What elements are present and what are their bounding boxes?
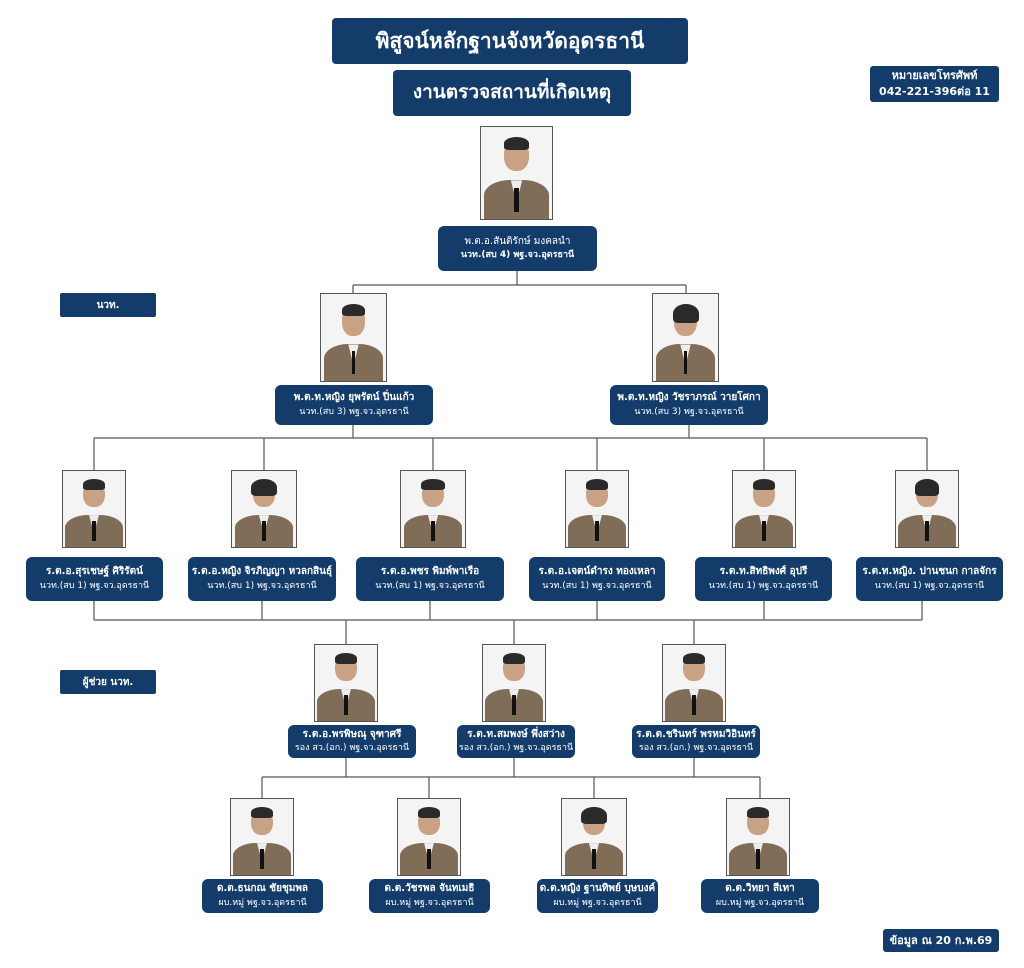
person-name: ร.ต.ท.หญิง. ปานชนก กาลจักร [862,566,997,578]
phone-number: 042-221-396ต่อ 11 [879,85,990,98]
person-name: พ.ต.ท.หญิง วัชราภรณ์ วายโศกา [617,392,761,404]
person-position: นวท.(สบ 4) พฐ.จว.อุดรธานี [460,250,575,261]
person-name: พ.ต.อ.สันติรักษ์ มงคลนำ [464,235,571,247]
section-label-assistants: ผู้ช่วย นวท. [60,670,156,694]
person-position: นวท.(สบ 1) พฐ.จว.อุดรธานี [708,580,819,591]
person-position: นวท.(สบ 3) พฐ.จว.อุดรธานี [299,406,409,417]
person-card: ด.ต.วัชรพล จันทเมธิผบ.หมู่ พฐ.จว.อุดรธาน… [369,879,490,913]
person-name: ด.ต.หญิง ฐานทิพย์ บุษบงค์ [539,883,656,895]
section-label-inspectors: นวท. [60,293,156,317]
person-position: ผบ.หมู่ พฐ.จว.อุดรธานี [715,897,805,908]
person-photo [482,644,546,722]
person-card: ด.ต.ธนกณ ชัยชุมพลผบ.หมู่ พฐ.จว.อุดรธานี [202,879,323,913]
person-position: ผบ.หมู่ พฐ.จว.อุดรธานี [218,897,307,908]
person-card: ร.ต.อ.พรพิษณุ จุฑาศรีรอง สว.(อก.) พฐ.จว.… [288,725,416,758]
person-photo [230,798,294,876]
person-position: นวท.(สบ 1) พฐ.จว.อุดรธานี [542,580,652,591]
person-card: พ.ต.อ.สันติรักษ์ มงคลนำนวท.(สบ 4) พฐ.จว.… [438,226,597,271]
person-name: ด.ต.วิทยา สีเทา [725,883,795,895]
person-photo [895,470,959,548]
person-card: ร.ต.อ.เจตน์ดำรง ทองเหลานวท.(สบ 1) พฐ.จว.… [529,557,665,601]
person-card: ร.ต.อ.พชร พิมพ์พาเรือนวท.(สบ 1) พฐ.จว.อุ… [356,557,504,601]
person-name: ร.ต.ท.สมพงษ์ พึ่งสว่าง [467,728,565,740]
page-title: พิสูจน์หลักฐานจังหวัดอุดรธานี [332,18,688,64]
person-name: ร.ต.อ.พชร พิมพ์พาเรือ [380,566,480,578]
person-card: ด.ต.หญิง ฐานทิพย์ บุษบงค์ผบ.หมู่ พฐ.จว.อ… [537,879,658,913]
person-position: รอง สว.(อก.) พฐ.จว.อุดรธานี [458,743,574,754]
person-position: รอง สว.(อก.) พฐ.จว.อุดรธานี [294,743,410,754]
person-card: ร.ต.อ.สุรเชษฐ์ ศิริรัตน์นวท.(สบ 1) พฐ.จว… [26,557,163,601]
person-position: รอง สว.(อก.) พฐ.จว.อุดรธานี [638,743,754,754]
person-photo [231,470,297,548]
phone-label: หมายเลขโทรศัพท์ [891,68,978,82]
person-name: ด.ต.วัชรพล จันทเมธิ [384,883,475,895]
person-photo [397,798,461,876]
person-photo [726,798,790,876]
data-date-badge: ข้อมูล ณ 20 ก.พ.69 [883,929,999,952]
person-photo [652,293,719,382]
person-card: ร.ต.ท.สมพงษ์ พึ่งสว่างรอง สว.(อก.) พฐ.จว… [457,725,575,758]
person-photo [662,644,726,722]
phone-badge: หมายเลขโทรศัพท์ 042-221-396ต่อ 11 [870,66,999,102]
person-card: ร.ต.ต.ชรินทร์ พรหมวิอินทร์รอง สว.(อก.) พ… [632,725,760,758]
person-name: ร.ต.อ.พรพิษณุ จุฑาศรี [302,728,402,740]
person-position: นวท.(สบ 1) พฐ.จว.อุดรธานี [207,580,317,591]
person-photo [320,293,387,382]
person-position: นวท.(สบ 1) พฐ.จว.อุดรธานี [874,580,985,591]
person-photo [62,470,126,548]
person-position: นวท.(สบ 1) พฐ.จว.อุดรธานี [375,580,485,591]
person-position: ผบ.หมู่ พฐ.จว.อุดรธานี [385,897,474,908]
person-card: ร.ต.ท.หญิง. ปานชนก กาลจักรนวท.(สบ 1) พฐ.… [856,557,1003,601]
person-name: ร.ต.อ.เจตน์ดำรง ทองเหลา [538,566,656,578]
person-name: ร.ต.อ.สุรเชษฐ์ ศิริรัตน์ [46,566,143,578]
person-name: ร.ต.ท.สิทธิพงศ์ อุปรี [719,566,808,578]
person-photo [314,644,378,722]
person-photo [561,798,627,876]
person-position: นวท.(สบ 1) พฐ.จว.อุดรธานี [39,580,150,591]
person-name: ร.ต.อ.หญิง จิรภิญญา หวลกสินธุ์ [191,566,333,578]
person-position: นวท.(สบ 3) พฐ.จว.อุดรธานี [634,406,744,417]
person-position: ผบ.หมู่ พฐ.จว.อุดรธานี [553,897,642,908]
person-name: พ.ต.ท.หญิง ยุพรัตน์ ปิ่นแก้ว [293,392,415,404]
person-card: พ.ต.ท.หญิง วัชราภรณ์ วายโศกานวท.(สบ 3) พ… [610,385,768,425]
person-photo [480,126,553,220]
person-name: ด.ต.ธนกณ ชัยชุมพล [216,883,309,895]
person-photo [565,470,629,548]
person-card: ร.ต.อ.หญิง จิรภิญญา หวลกสินธุ์นวท.(สบ 1)… [188,557,336,601]
page-subtitle: งานตรวจสถานที่เกิดเหตุ [393,70,631,116]
person-name: ร.ต.ต.ชรินทร์ พรหมวิอินทร์ [636,728,756,740]
person-card: ด.ต.วิทยา สีเทาผบ.หมู่ พฐ.จว.อุดรธานี [701,879,819,913]
person-photo [732,470,796,548]
person-card: พ.ต.ท.หญิง ยุพรัตน์ ปิ่นแก้วนวท.(สบ 3) พ… [275,385,433,425]
person-card: ร.ต.ท.สิทธิพงศ์ อุปรีนวท.(สบ 1) พฐ.จว.อุ… [695,557,832,601]
person-photo [400,470,466,548]
